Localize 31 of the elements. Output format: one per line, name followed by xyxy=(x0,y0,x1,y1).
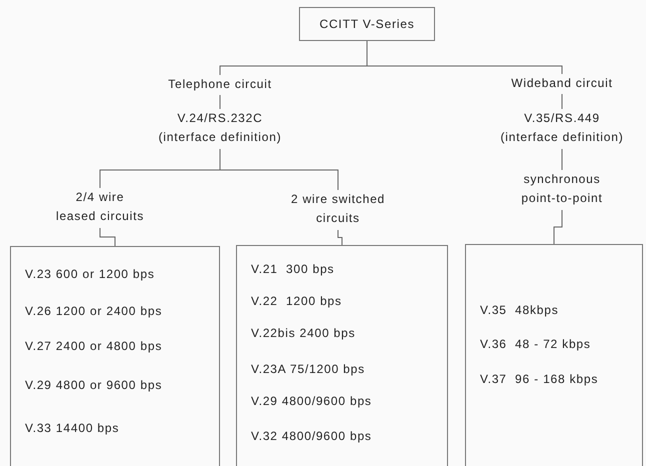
category-label: synchronous point-to-point xyxy=(520,171,604,207)
standard-entry: V.27 2400 or 4800 bps xyxy=(25,338,162,355)
category-label: 2 wire switched circuits xyxy=(290,191,386,227)
standard-entry: V.35 48kbps xyxy=(480,302,559,319)
category-label: Telephone circuit xyxy=(167,76,273,93)
title-text: CCITT V-Series xyxy=(318,16,416,33)
modem-standards-box xyxy=(465,244,643,466)
modem-standards-box xyxy=(10,246,220,466)
standard-entry: V.29 4800 or 9600 bps xyxy=(25,377,162,394)
standard-entry: V.23A 75/1200 bps xyxy=(251,361,365,378)
standard-entry: V.23 600 or 1200 bps xyxy=(25,266,155,283)
standard-entry: V.32 4800/9600 bps xyxy=(251,428,372,445)
connector-line xyxy=(100,228,116,246)
category-label: 2/4 wire leased circuits xyxy=(55,189,145,225)
connector-line xyxy=(366,40,562,74)
connector-line xyxy=(338,230,342,246)
category-label: Wideband circuit xyxy=(510,75,614,92)
modem-standards-box xyxy=(236,245,448,466)
connector-line xyxy=(220,148,338,190)
title-box xyxy=(299,7,435,41)
category-label: V.35/RS.449 (interface definition) xyxy=(500,110,624,146)
standard-entry: V.22bis 2400 bps xyxy=(251,325,356,342)
standard-entry: V.26 1200 or 2400 bps xyxy=(25,303,162,320)
standard-entry: V.29 4800/9600 bps xyxy=(251,393,372,410)
standard-entry: V.21 300 bps xyxy=(251,261,334,278)
standard-entry: V.22 1200 bps xyxy=(251,293,342,310)
category-label: V.24/RS.232C (interface definition) xyxy=(158,110,282,146)
standard-entry: V.36 48 - 72 kbps xyxy=(480,336,591,353)
standard-entry: V.33 14400 bps xyxy=(25,420,120,437)
standard-entry: V.37 96 - 168 kbps xyxy=(480,371,598,388)
connector-line xyxy=(554,210,562,244)
